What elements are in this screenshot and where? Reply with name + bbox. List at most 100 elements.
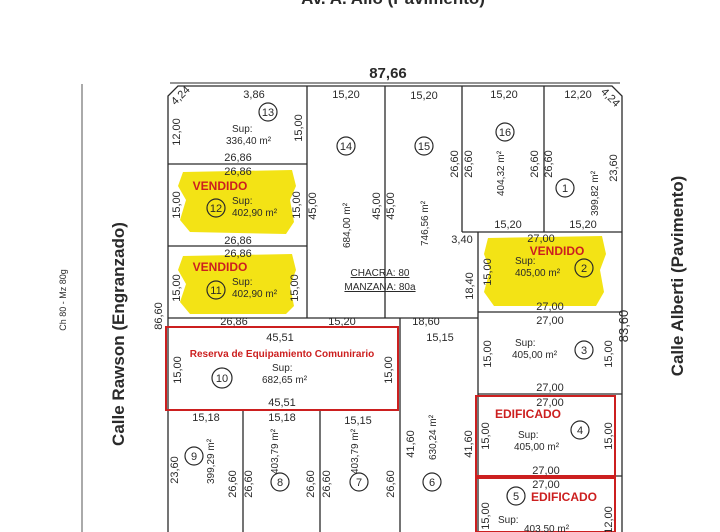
lot-4-sup-label: Sup: (518, 430, 539, 441)
dim-reserve-bottom: 45,51 (268, 397, 296, 409)
dim-lot16-top: 15,20 (490, 89, 518, 101)
dim-lot2-left: 15,00 (482, 258, 494, 286)
lot-1-number: 1 (562, 183, 568, 195)
lot-5-sup: 403,50 m² (524, 524, 570, 532)
lot-numbers (184, 102, 594, 506)
lot-10-number: 10 (216, 373, 228, 385)
dim-lot3-left: 15,00 (482, 340, 494, 368)
lot-2-sold-label: VENDIDO (530, 244, 585, 258)
dim-lot9-top: 15,18 (192, 412, 220, 424)
dim-lot7-right: 26,60 (385, 470, 397, 498)
dim-lot3-top: 27,00 (536, 315, 564, 327)
block-height-right: 83,60 (616, 310, 631, 343)
lot-11-sup: 402,90 m² (232, 289, 278, 300)
street-top-label: Av. A. Alió (Pavimento) (301, 0, 485, 8)
lot-3-sup: 405,00 m² (512, 350, 558, 361)
reserve-label: Reserva de Equipamiento Comunirario (190, 349, 375, 360)
dim-lot5-right: 12,00 (603, 506, 615, 532)
dim-lot12-bottom: 26,86 (224, 235, 252, 247)
dim-lot16-left: 26,60 (463, 150, 475, 178)
chacra-label: CHACRA: 80 (351, 268, 410, 279)
dim-lot11-top: 26,86 (224, 248, 252, 260)
dim-lot6-right: 41,60 (463, 430, 475, 458)
lot-4-number: 4 (577, 425, 583, 437)
street-left-label: Calle Rawson (Engranzado) (109, 222, 128, 446)
dim-lot14-right: 45,00 (371, 192, 383, 220)
lot-13-sup-label: Sup: (232, 124, 253, 135)
dim-lot7-left: 26,60 (321, 470, 333, 498)
lot-3-sup-label: Sup: (515, 338, 536, 349)
dim-lot11-bottom: 26,86 (220, 316, 248, 328)
lot-11-number: 11 (210, 285, 221, 297)
dim-reserve-right: 15,00 (383, 356, 395, 384)
dim-lot14-left: 45,00 (307, 192, 319, 220)
lot-6-number: 6 (429, 477, 435, 489)
lot-11-sup-label: Sup: (232, 277, 253, 288)
lot-4-built-label: EDIFICADO (495, 407, 561, 421)
dim-lot13-bottom: 26,86 (224, 152, 252, 164)
lot-1-sup: 399,82 m² (590, 170, 601, 216)
sold-highlight-lot-12 (178, 170, 296, 234)
dim-lot14-bottom: 15,20 (328, 316, 356, 328)
dim-lot16-bottom: 15,20 (494, 219, 522, 231)
lot-14-number: 14 (340, 141, 352, 153)
lot-2-sup: 405,00 m² (515, 268, 561, 279)
reserve-outline (165, 326, 399, 411)
block-width: 87,66 (369, 65, 407, 82)
dim-lot11-left: 15,00 (171, 274, 183, 302)
dim-4-24-right: 4,24 (598, 86, 622, 110)
manzana-label: MANZANA: 80a (344, 282, 416, 293)
lot-13-number: 13 (262, 107, 274, 119)
lot-8-sup: 403,79 m² (270, 428, 281, 474)
lot-3-number: 3 (581, 345, 587, 357)
dim-lot5-left: 15,00 (480, 502, 492, 530)
lot-5-number: 5 (513, 491, 519, 503)
dim-lot7-top: 15,15 (344, 415, 372, 427)
dim-lot1-bottom: 15,20 (569, 219, 597, 231)
dim-18-40: 18,40 (464, 272, 476, 300)
lot-12-number: 12 (210, 203, 222, 215)
dim-lot4-left: 15,00 (480, 422, 492, 450)
side-note: Ch 80 - Mz 80g (58, 269, 68, 331)
lot-9-number: 9 (191, 451, 197, 463)
lot-14-sup: 684,00 m² (342, 202, 353, 248)
dim-lot8-left: 26,60 (243, 470, 255, 498)
dim-lot14-top: 15,20 (332, 89, 360, 101)
dim-lot8-right: 26,60 (305, 470, 317, 498)
lot-11-sold-label: VENDIDO (193, 260, 248, 274)
built-outline-lot-5 (475, 477, 616, 532)
sold-highlight-lot-11 (178, 254, 296, 314)
dim-3-40: 3,40 (451, 234, 472, 246)
block-height-left: 86,60 (153, 302, 165, 330)
dim-lot9-left: 23,60 (169, 456, 181, 484)
dim-lot1-top: 12,20 (564, 89, 592, 101)
lot-lines (167, 85, 623, 532)
dim-lot6-left: 41,60 (405, 430, 417, 458)
lot-5-built-label: EDIFICADO (531, 490, 597, 504)
dim-lot3-right: 15,00 (603, 340, 615, 368)
street-right-label: Calle Alberti (Pavimento) (668, 176, 687, 377)
lot-13-sup: 336,40 m² (226, 136, 272, 147)
dim-lot12-right: 15,00 (291, 191, 303, 219)
dim-lot9-right: 26,60 (227, 470, 239, 498)
lot-5-sup-label: Sup: (498, 515, 519, 526)
lot-10-sup: 682,65 m² (262, 375, 308, 386)
lot-12-sold-label: VENDIDO (193, 179, 248, 193)
lot-16-number: 16 (499, 127, 511, 139)
lot-6-sup: 630,24 m² (428, 414, 439, 460)
lot-15-number: 15 (418, 141, 430, 153)
dim-15-15-mid: 15,15 (426, 332, 454, 344)
dim-4-24-left: 4,24 (169, 84, 193, 108)
dim-lot4-bottom: 27,00 (532, 465, 560, 477)
dim-lot2-top: 27,00 (527, 233, 555, 245)
lot-7-number: 7 (356, 477, 362, 489)
dim-lot16-right: 26,60 (529, 150, 541, 178)
dim-lot12-top: 26,86 (224, 166, 252, 178)
dim-lot12-left: 15,00 (171, 191, 183, 219)
dim-lot1-left: 26,60 (543, 150, 555, 178)
lot-2-sup-label: Sup: (515, 256, 536, 267)
dim-reserve-left: 15,00 (172, 356, 184, 384)
dim-lot13-right: 15,00 (293, 114, 305, 142)
sold-highlight-lot-2 (484, 236, 606, 306)
